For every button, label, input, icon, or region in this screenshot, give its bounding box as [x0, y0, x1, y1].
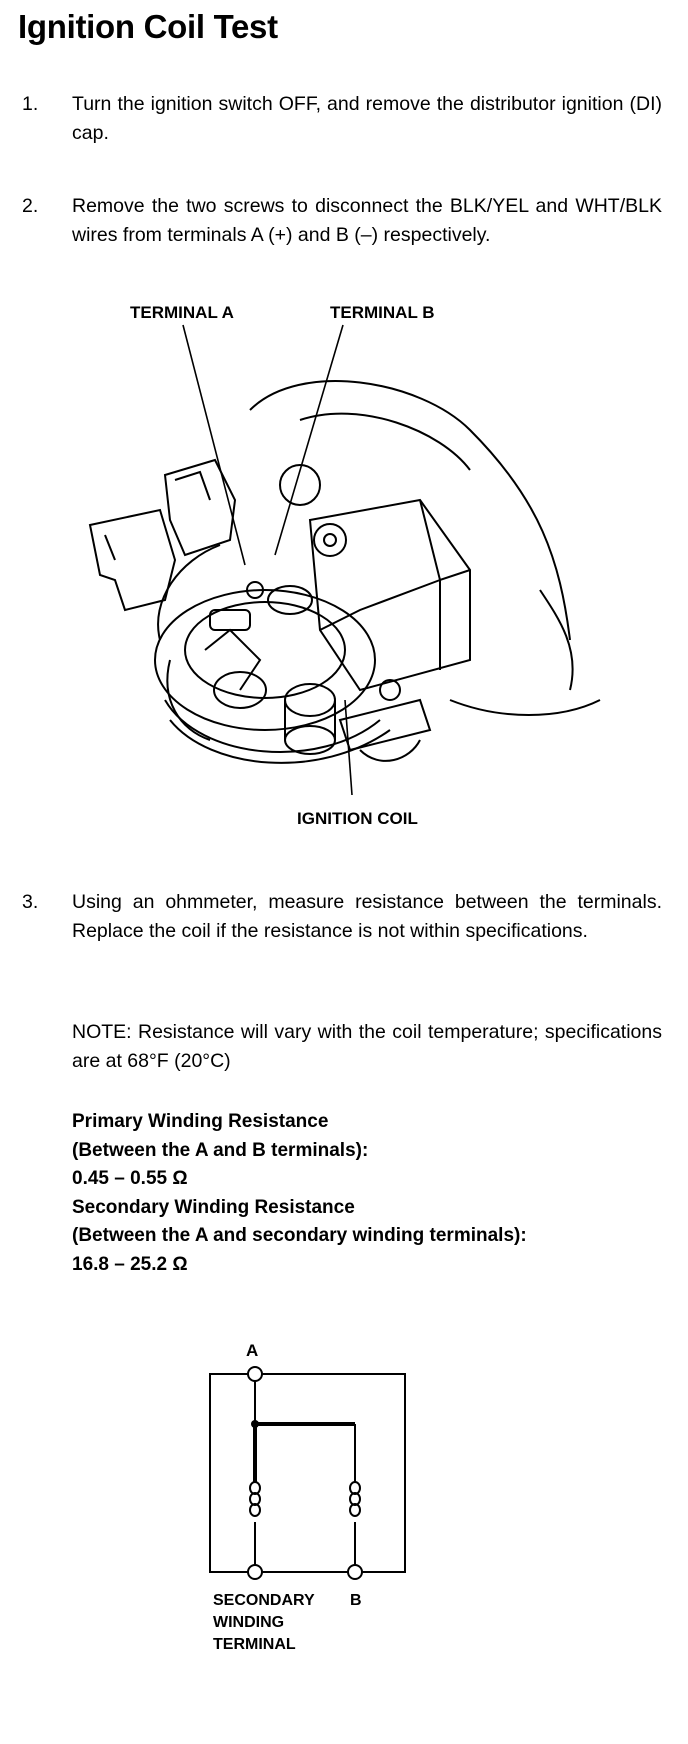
secondary-label-line3: TERMINAL	[213, 1636, 296, 1653]
step-text: Using an ohmmeter, measure resistance be…	[72, 891, 662, 942]
coil-symbols	[248, 1481, 362, 1522]
terminal-a-label: TERMINAL A	[130, 303, 234, 322]
leader-lines	[182, 324, 353, 796]
step-3: 3. Using an ohmmeter, measure resistance…	[22, 888, 662, 946]
step-number: 1.	[22, 93, 39, 115]
secondary-winding-value: 16.8 – 25.2 Ω	[72, 1253, 188, 1275]
step-1: 1. Turn the ignition switch OFF, and rem…	[22, 90, 662, 148]
thick-conductors	[253, 1422, 355, 1520]
winding-circuit-diagram: A SECONDARY	[209, 1341, 406, 1653]
note-text: NOTE: Resistance will vary with the coil…	[72, 1021, 662, 1072]
distributor-drawing	[88, 380, 601, 764]
resistance-specs: Primary Winding Resistance (Between the …	[72, 1108, 672, 1279]
terminal-a-node	[247, 1366, 263, 1382]
terminal-b-node	[347, 1564, 363, 1580]
page-title: Ignition Coil Test	[18, 8, 278, 45]
step-number: 2.	[22, 195, 39, 217]
ignition-coil-illustration: TERMINAL A TERMINAL B	[88, 303, 601, 828]
secondary-terminal-node	[247, 1564, 263, 1580]
terminal-b-label: TERMINAL B	[330, 303, 435, 322]
terminal-b-label: B	[350, 1592, 362, 1609]
circuit-lines	[209, 1373, 406, 1573]
ignition-coil-label: IGNITION COIL	[297, 809, 418, 828]
secondary-label-line1: SECONDARY	[213, 1592, 315, 1609]
secondary-label-line2: WINDING	[213, 1614, 284, 1631]
primary-winding-between: (Between the A and B terminals):	[72, 1139, 369, 1161]
step-2: 2. Remove the two screws to disconnect t…	[22, 192, 662, 250]
secondary-winding-title: Secondary Winding Resistance	[72, 1196, 355, 1218]
step-text: Turn the ignition switch OFF, and remove…	[72, 93, 662, 144]
primary-winding-value: 0.45 – 0.55 Ω	[72, 1168, 188, 1189]
junction-dot	[251, 1420, 259, 1428]
step-text: Remove the two screws to disconnect the …	[72, 195, 662, 246]
secondary-winding-between: (Between the A and secondary winding ter…	[72, 1225, 527, 1246]
terminal-a-label: A	[246, 1341, 258, 1360]
step-number: 3.	[22, 891, 39, 913]
primary-winding-title: Primary Winding Resistance	[72, 1111, 329, 1132]
